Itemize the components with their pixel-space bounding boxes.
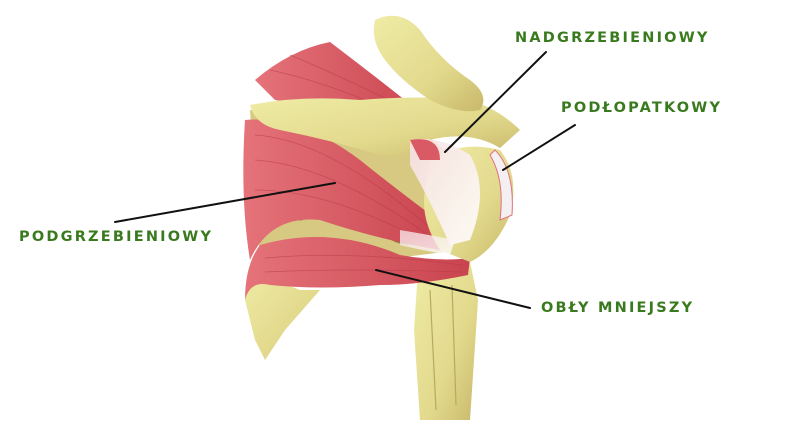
- scapular-spine: [250, 97, 520, 156]
- coracoid-process: [373, 15, 484, 112]
- leader-line-podlopatkowy: [502, 124, 576, 171]
- label-obly-mniejszy: OBŁY MNIEJSZY: [541, 300, 695, 316]
- humerus-bone: [414, 262, 478, 420]
- leader-line-obly-mniejszy: [375, 269, 531, 309]
- infraspinatus-muscle: [243, 119, 445, 260]
- supraspinatus-tendon: [410, 139, 480, 245]
- label-nadgrzebieniowy: NADGRZEBIENIOWY: [515, 30, 710, 46]
- subscapularis-tendon: [489, 149, 513, 221]
- teres-minor-muscle: [245, 237, 470, 300]
- scapula-inferior: [245, 270, 320, 360]
- leader-line-nadgrzebieniowy: [444, 51, 547, 153]
- leader-line-podgrzebieniowy: [114, 182, 336, 223]
- label-podgrzebieniowy: PODGRZEBIENIOWY: [19, 229, 214, 245]
- label-podlopatkowy: PODŁOPATKOWY: [561, 100, 723, 116]
